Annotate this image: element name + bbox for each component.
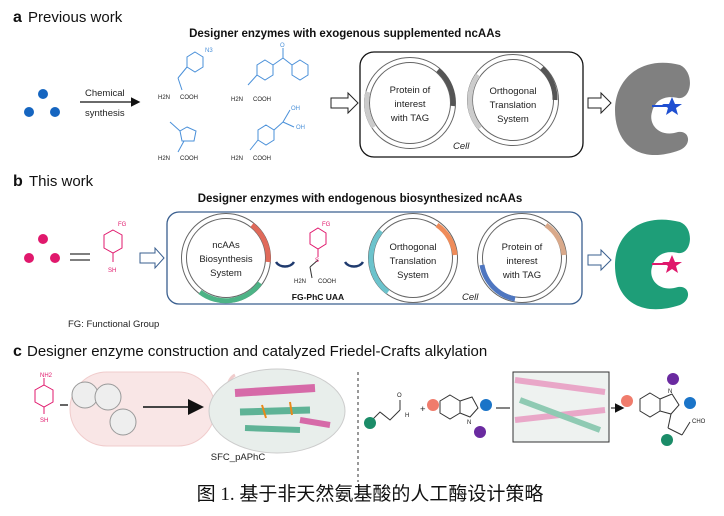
svg-text:FG: FG — [118, 222, 127, 228]
panel-a: a Previous work Designer enzymes with ex… — [13, 9, 690, 162]
protein-label: SFC_pAPhC — [211, 452, 266, 463]
svg-text:H2N: H2N — [294, 279, 306, 285]
svg-text:SH: SH — [40, 418, 48, 424]
panel-c-heading: Designer enzyme construction and catalyz… — [27, 343, 487, 360]
cell-box — [166, 211, 583, 305]
ncaa-molecules — [169, 48, 309, 153]
aminothiophenol: NH2 SH — [34, 373, 54, 424]
svg-text:H2N: H2N — [231, 97, 243, 103]
thiophenol — [103, 229, 123, 254]
svg-text:H2N: H2N — [231, 156, 243, 162]
svg-text:COOH: COOH — [180, 156, 198, 162]
plasmid-poi: Protein of interest with TAG — [477, 213, 567, 303]
svg-text:N3: N3 — [205, 48, 213, 54]
cell-bacterium — [69, 371, 216, 447]
svg-text:Orthogonal: Orthogonal — [389, 242, 436, 253]
svg-text:System: System — [210, 268, 242, 279]
svg-text:Translation: Translation — [490, 100, 537, 111]
panel-c-letter: c — [13, 343, 22, 360]
cell-label: Cell — [453, 141, 470, 152]
svg-text:Biosynthesis: Biosynthesis — [199, 254, 253, 265]
svg-text:Translation: Translation — [390, 256, 437, 267]
arrow-label-1: Chemical — [85, 88, 125, 99]
panel-c: c Designer enzyme construction and catal… — [13, 343, 706, 482]
svg-text:OH: OH — [291, 106, 300, 112]
molecule-atoms: N3 H2N COOH H2N COOH O H2N COOH H2N COOH OH O… — [158, 43, 305, 162]
star-icon — [662, 255, 682, 273]
hollow-arrow — [587, 91, 612, 115]
hollow-arrow — [139, 246, 165, 270]
svg-text:Protein of: Protein of — [390, 85, 431, 96]
product: N CHO — [621, 373, 706, 446]
star-icon — [662, 97, 682, 115]
arrow-label-2: synthesis — [85, 108, 125, 119]
svg-text:H2N: H2N — [158, 95, 170, 101]
figure-caption: 图 1. 基于非天然氨基酸的人工酶设计策略 — [197, 483, 544, 505]
plus-sign: + — [420, 404, 426, 415]
panel-a-heading: Previous work — [28, 9, 123, 26]
svg-text:O: O — [280, 43, 285, 49]
svg-text:NH2: NH2 — [40, 373, 53, 379]
svg-text:H2N: H2N — [158, 156, 170, 162]
svg-text:N: N — [668, 389, 672, 395]
panel-a-letter: a — [13, 9, 22, 26]
hollow-arrow — [330, 91, 359, 115]
svg-text:with TAG: with TAG — [390, 113, 429, 124]
svg-text:System: System — [397, 270, 429, 281]
substrate-dots — [24, 234, 60, 263]
panel-b-heading: This work — [29, 173, 94, 190]
svg-text:Orthogonal: Orthogonal — [489, 86, 536, 97]
svg-text:FG: FG — [322, 222, 331, 228]
svg-text:COOH: COOH — [253, 97, 271, 103]
mini-plasmids — [71, 381, 137, 436]
svg-text:S: S — [315, 258, 319, 264]
svg-text:interest: interest — [394, 99, 426, 110]
svg-text:N: N — [467, 420, 471, 426]
svg-text:COOH: COOH — [318, 279, 336, 285]
svg-text:System: System — [497, 114, 529, 125]
svg-text:COOH: COOH — [180, 95, 198, 101]
panel-b-title: Designer enzymes with endogenous biosynt… — [198, 193, 523, 205]
panel-b-letter: b — [13, 173, 23, 190]
equals-sign — [70, 253, 90, 261]
plasmid-poi: Protein of interest with TAG — [364, 57, 456, 149]
svg-text:CHO: CHO — [692, 419, 706, 425]
fg-phc-uaa: FG S H2N COOH FG-PhC UAA — [292, 222, 344, 302]
plasmid-ots: Orthogonal Translation System — [368, 213, 458, 303]
svg-text:Protein of: Protein of — [502, 242, 543, 253]
svg-text:COOH: COOH — [253, 156, 271, 162]
fg-footnote: FG: Functional Group — [68, 319, 159, 330]
svg-text:ncAAs: ncAAs — [212, 240, 240, 251]
svg-text:FG-PhC UAA: FG-PhC UAA — [292, 292, 344, 302]
svg-text:O: O — [397, 393, 402, 399]
cycle-arrow-icon — [274, 261, 296, 268]
indole-substrate: N — [427, 394, 492, 438]
plasmid-ots: Orthogonal Translation System — [467, 54, 559, 146]
cycle-arrow-icon — [343, 261, 365, 268]
protein-structure — [208, 368, 346, 454]
svg-text:with TAG: with TAG — [502, 270, 541, 281]
plasmid-biosynthesis: ncAAs Biosynthesis System — [181, 213, 271, 304]
cell-label: Cell — [462, 292, 479, 303]
svg-text:interest: interest — [506, 256, 538, 267]
panel-a-title: Designer enzymes with exogenous suppleme… — [189, 28, 501, 40]
svg-text:OH: OH — [296, 125, 305, 131]
panel-b: b This work Designer enzymes with endoge… — [13, 173, 690, 330]
svg-text:SH: SH — [108, 268, 116, 274]
enal-substrate — [364, 400, 401, 429]
hollow-arrow — [587, 248, 612, 272]
svg-text:H: H — [405, 413, 409, 419]
substrate-dots — [24, 89, 60, 117]
enzyme-grey — [615, 62, 690, 156]
